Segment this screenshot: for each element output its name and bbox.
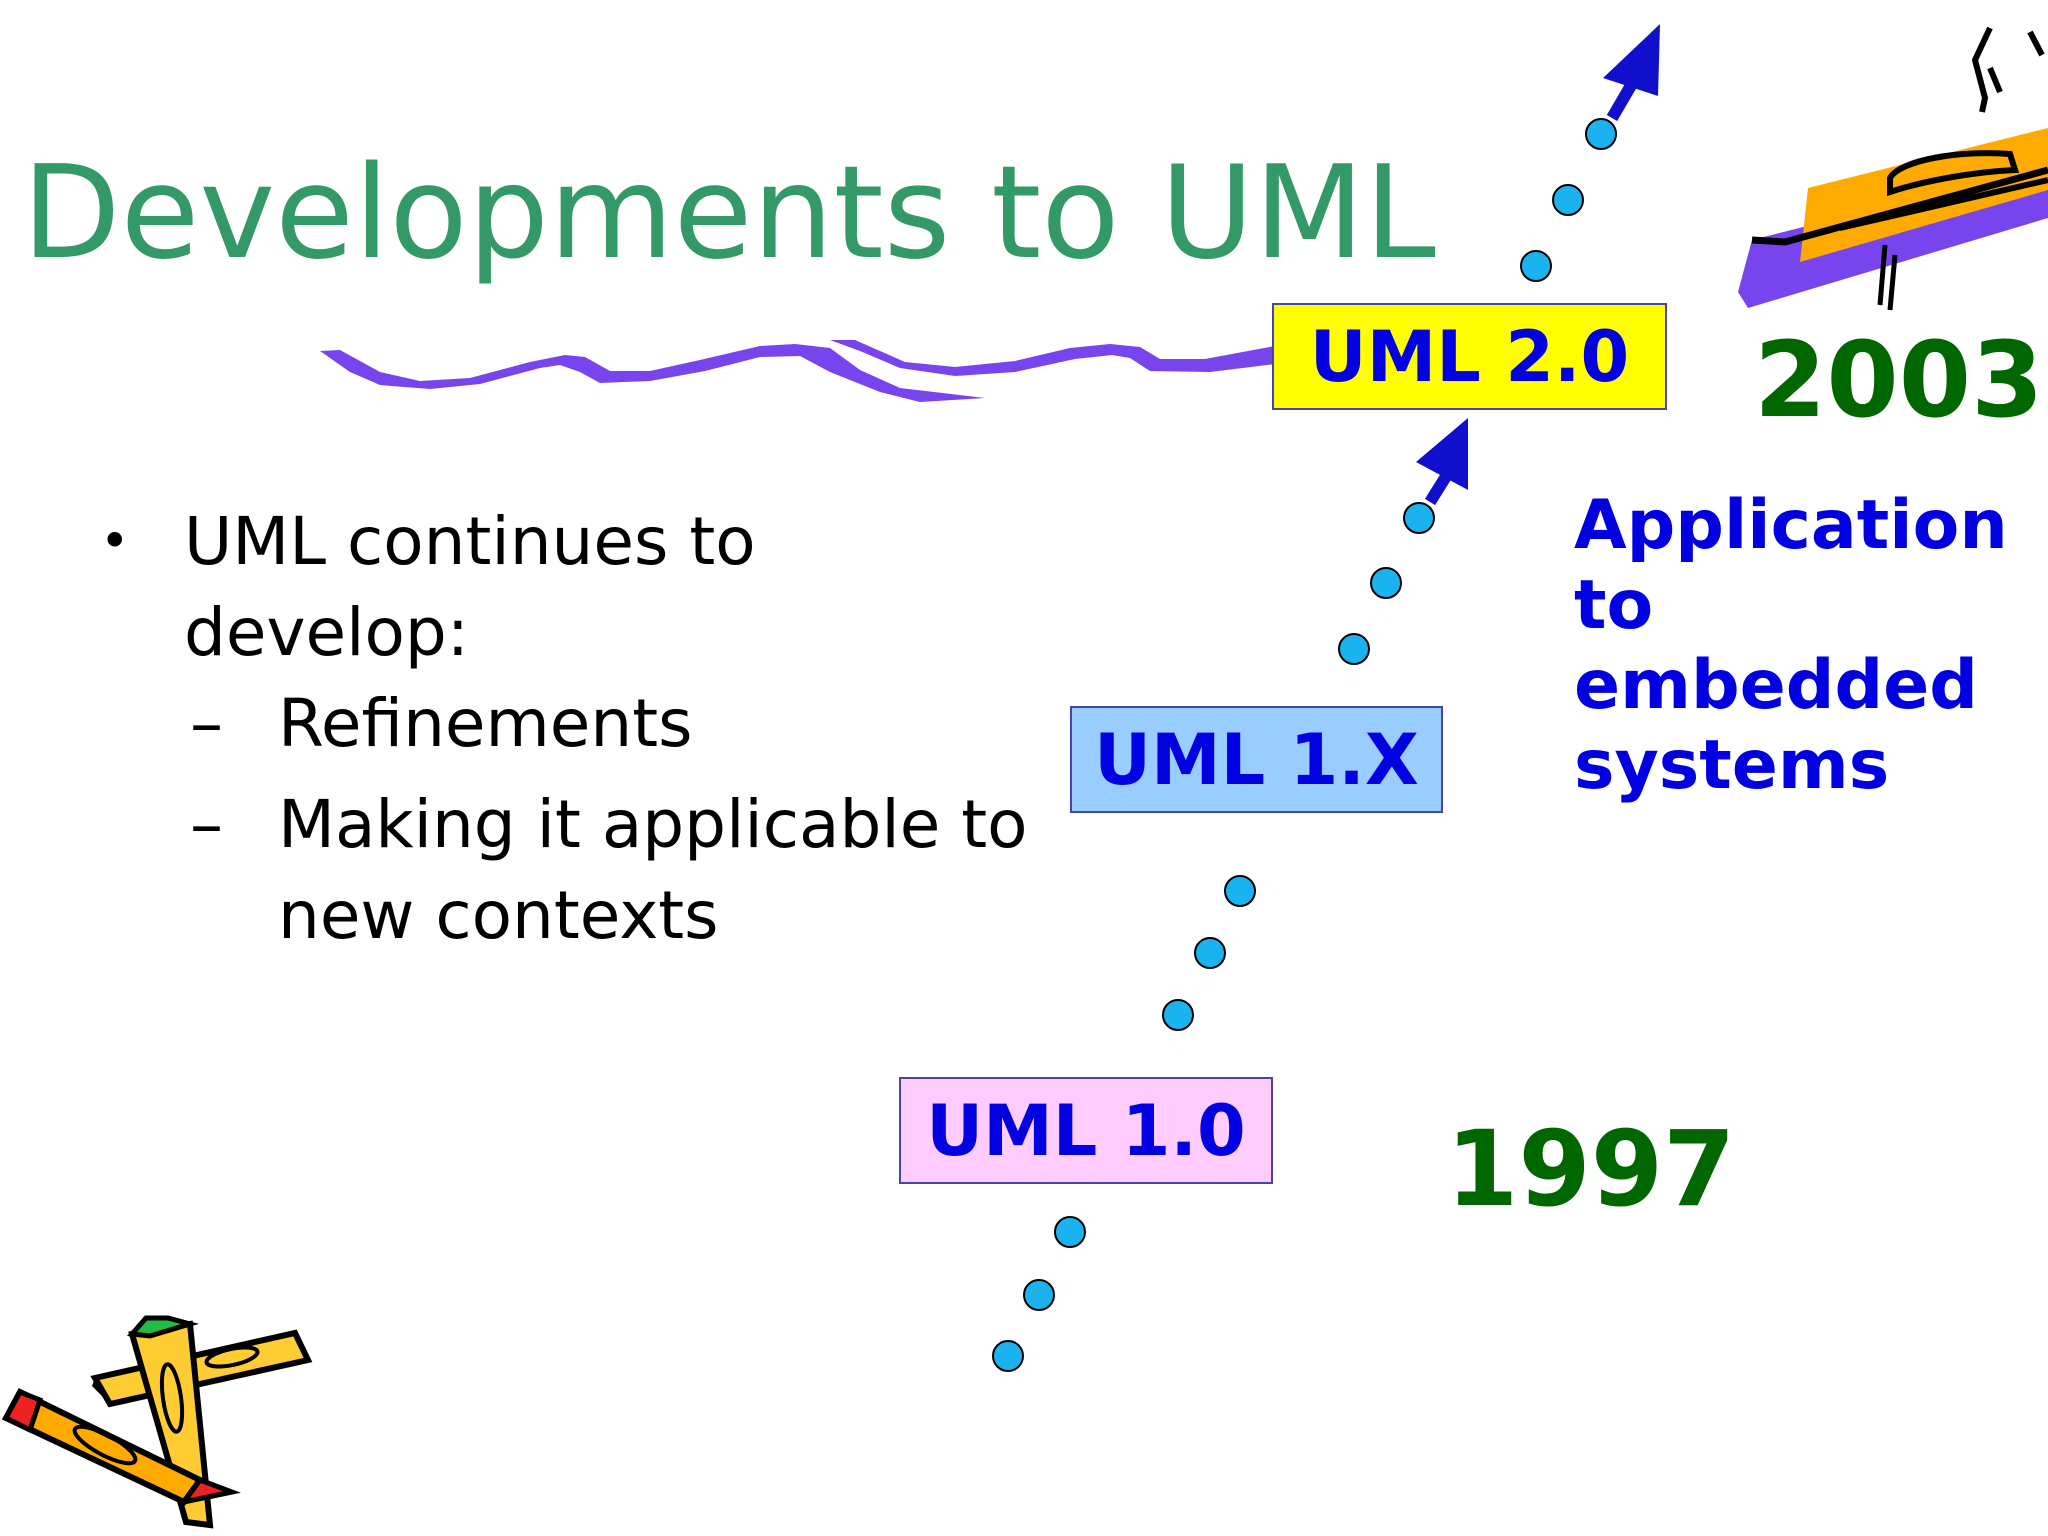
year-label-1997: 1997: [1446, 1108, 1736, 1230]
rocket-pencil-clipart-icon: [1738, 26, 2048, 372]
bullet-list: • UML continues to develop: – Refinement…: [100, 496, 1028, 961]
arrow-shaft: [1606, 78, 1639, 122]
timeline-dot: [1403, 502, 1435, 534]
timeline-dot: [992, 1340, 1024, 1372]
timeline-dot: [1585, 118, 1617, 150]
bullet-text: UML continues to develop:: [184, 503, 756, 671]
sub-bullet-text: Making it applicable to new contexts: [278, 786, 1028, 954]
timeline-dot: [1224, 875, 1256, 907]
dash-icon: –: [190, 786, 223, 863]
timeline-dotted-path: [992, 118, 1617, 1372]
bullet-item: • UML continues to develop: – Refinement…: [100, 496, 1028, 961]
timeline-dot: [1194, 937, 1226, 969]
slide-title: Developments to UML: [22, 139, 1436, 288]
timeline-dot: [1338, 633, 1370, 665]
embedded-systems-note: Application to embedded systems: [1574, 486, 2008, 805]
timeline-dot: [1162, 999, 1194, 1031]
timeline-dot: [1370, 567, 1402, 599]
bullet-dot-icon: •: [100, 512, 130, 570]
arrow-up-icon: [1603, 24, 1660, 96]
version-box-uml-1-x: UML 1.X: [1070, 706, 1443, 813]
version-box-uml-2-0: UML 2.0: [1272, 303, 1667, 410]
year-label-2003: 2003: [1754, 319, 2044, 441]
sub-bullet-text: Refinements: [278, 685, 693, 762]
dash-icon: –: [190, 685, 223, 762]
pencils-clipart-icon: [1, 1315, 313, 1529]
sub-bullet-item: – Refinements: [190, 678, 1078, 769]
timeline-dot: [1520, 250, 1552, 282]
timeline-dot: [1023, 1279, 1055, 1311]
timeline-dot: [1054, 1216, 1086, 1248]
timeline-dot: [1552, 184, 1584, 216]
arrow-up-icon: [1416, 418, 1468, 490]
version-box-uml-1-0: UML 1.0: [899, 1077, 1273, 1184]
sub-bullet-item: – Making it applicable to new contexts: [190, 779, 1078, 961]
title-squiggle-underline: [320, 340, 1275, 402]
sub-bullet-list: – Refinements – Making it applicable to …: [184, 678, 1028, 961]
timeline-arrows: [1416, 24, 1660, 506]
